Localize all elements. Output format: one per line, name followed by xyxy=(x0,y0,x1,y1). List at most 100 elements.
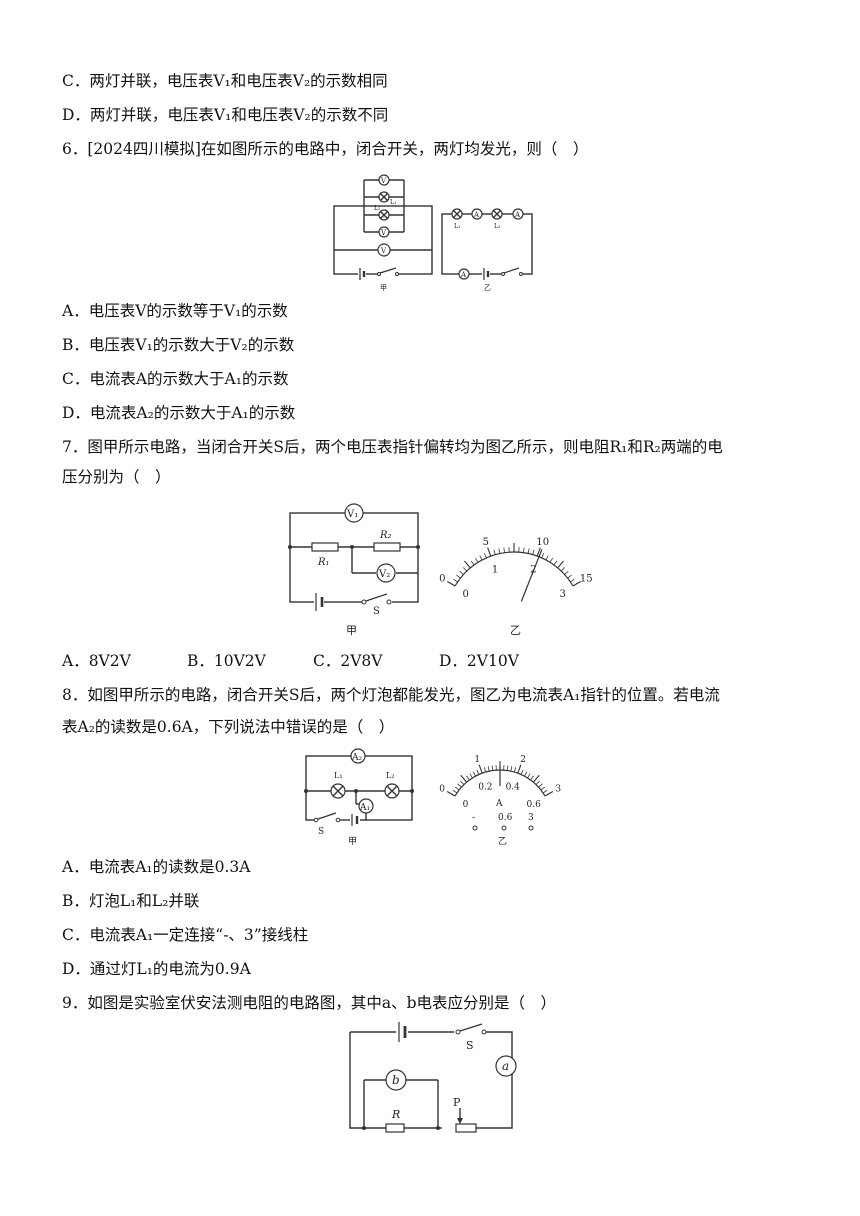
svg-text:L₂: L₂ xyxy=(494,223,501,230)
q7-meter-yi: 0510150123 xyxy=(439,537,593,602)
svg-text:S: S xyxy=(318,827,324,837)
q8-meter-tick xyxy=(524,771,528,777)
q7-meter-tick xyxy=(541,553,545,559)
q7-meter-tick xyxy=(474,557,479,563)
q7-meter-outer-label: 5 xyxy=(483,537,489,548)
svg-text:A: A xyxy=(473,211,480,219)
q7-meter-tick xyxy=(532,549,535,555)
q7-option-a: A．8V2V xyxy=(62,652,131,670)
q8-meter-outer-label: 3 xyxy=(555,785,561,795)
q8-meter-tick xyxy=(530,775,534,781)
q6-option-b: B．电压表V₁的示数大于V₂的示数 xyxy=(62,336,295,354)
q8-meter-inner-label: 0.6 xyxy=(527,800,542,810)
q7-stem-line2: 压分别为（ ） xyxy=(62,468,171,486)
q7-meter-tick xyxy=(527,548,530,554)
q7-circuit-jia: V₁ R₁ R₂ V₂ S 甲 xyxy=(288,503,420,637)
q8-meter-tick xyxy=(460,774,467,783)
q9-stem: 9．如图是实验室伏安法测电阻的电路图，其中a、b电表应分别是（ ） xyxy=(62,994,557,1012)
q8-meter-tick xyxy=(491,765,494,771)
q8-meter-tick xyxy=(510,766,513,772)
q7-meter-tick xyxy=(570,578,575,583)
svg-text:V: V xyxy=(380,177,387,185)
svg-text:L₂: L₂ xyxy=(374,205,381,212)
svg-text:V₂: V₂ xyxy=(378,569,390,580)
svg-text:V: V xyxy=(380,229,387,237)
q7-option-c: C．2V8V xyxy=(313,652,383,670)
svg-text:A₂: A₂ xyxy=(351,753,362,763)
q7-meter-tick xyxy=(572,581,581,587)
q7-stem-line1: 7．图甲所示电路，当闭合开关S后，两个电压表指针偏转均为图乙所示，则电阻R₁和R… xyxy=(62,438,723,456)
q7-meter-inner-label: 1 xyxy=(492,564,498,575)
q7-meter-outer-label: 0 xyxy=(439,574,445,585)
q8-meter-outer-label: 0 xyxy=(439,785,445,795)
q5-option-d: D．两灯并联，电压表V₁和电压表V₂的示数不同 xyxy=(62,106,389,124)
q7-meter-needle xyxy=(520,549,543,602)
q7-meter-tick xyxy=(453,578,458,583)
q7-meter-tick xyxy=(479,555,483,561)
q5-option-c: C．两灯并联，电压表V₁和电压表V₂的示数相同 xyxy=(62,72,388,90)
q8-meter-tick xyxy=(527,773,531,779)
q8-stem-line1: 8．如图甲所示的电路，闭合开关S后，两个灯泡都能发光，图乙为电流表A₁指针的位置… xyxy=(62,686,720,704)
svg-text:R₂: R₂ xyxy=(379,530,392,541)
q8-meter-tick xyxy=(478,764,483,774)
q8-meter-tick xyxy=(487,766,490,772)
q8-meter-tick xyxy=(472,771,476,777)
q7-meter-inner-label: 0 xyxy=(463,589,469,600)
q8-terminals: - 0.6 3 xyxy=(472,813,534,831)
q7-meter-tick xyxy=(483,553,487,559)
q8-meter-tick xyxy=(446,791,456,797)
q6-option-a: A．电压表V的示数等于V₁的示数 xyxy=(62,302,288,320)
q7-option-b: B．10V2V xyxy=(187,652,266,670)
q8-meter-tick xyxy=(538,783,543,788)
q7-meter-tick xyxy=(557,560,564,569)
q7-meter-tick xyxy=(553,560,558,566)
svg-text:L₁: L₁ xyxy=(454,223,460,230)
q7-meter-tick xyxy=(503,547,505,553)
svg-text:A: A xyxy=(514,211,521,219)
q7-meter-tick xyxy=(464,560,471,569)
q8-meter-tick xyxy=(469,773,473,779)
q8-meter-tick xyxy=(454,786,460,791)
q7-meter-tick xyxy=(463,567,468,572)
q8-meter-tick xyxy=(517,764,522,774)
q7-label-jia: 甲 xyxy=(346,624,357,637)
q8-meter-tick xyxy=(540,786,546,791)
q8-label-jia: 甲 xyxy=(348,836,357,847)
svg-text:R: R xyxy=(391,1108,400,1121)
svg-text:3: 3 xyxy=(528,813,534,823)
q6-circuit-yi: A A L₁ L₂ A 乙 xyxy=(441,208,533,292)
q8-meter-unit: A xyxy=(495,799,503,809)
q8-meter-inner-label: 0 xyxy=(463,800,469,810)
q6-option-d: D．电流表A₂的示数大于A₁的示数 xyxy=(62,404,296,422)
q8-meter-tick xyxy=(513,767,517,773)
svg-text:0.6: 0.6 xyxy=(498,813,513,823)
q8-meter-tick xyxy=(533,774,540,783)
q7-figure: V₁ R₁ R₂ V₂ S 甲 0510150123 乙 xyxy=(288,503,593,637)
q8-meter-tick xyxy=(535,780,540,785)
q9-figure: S a b R P xyxy=(349,1022,517,1133)
q7-meter-tick xyxy=(549,557,554,563)
q6-label-yi: 乙 xyxy=(484,284,491,292)
q8-label-yi: 乙 xyxy=(498,836,507,847)
q8-meter-tick xyxy=(466,775,470,781)
q8-meter-tick xyxy=(460,780,465,785)
q7-label-yi: 乙 xyxy=(510,624,521,637)
q8-meter-inner-label: 0.4 xyxy=(506,782,521,792)
q7-meter-tick xyxy=(447,581,456,587)
svg-text:A: A xyxy=(460,271,467,279)
q7-meter-tick xyxy=(564,570,569,575)
q6-option-c: C．电流表A的示数大于A₁的示数 xyxy=(62,370,289,388)
q8-meter-outer-label: 1 xyxy=(474,755,480,765)
q6-label-jia: 甲 xyxy=(380,284,387,292)
q8-meter-tick xyxy=(452,789,458,794)
q8-meter-tick xyxy=(542,789,548,794)
q7-meter-tick xyxy=(567,574,572,579)
q7-meter-tick xyxy=(456,574,461,579)
q8-meter-tick xyxy=(520,769,524,775)
q8-meter-tick xyxy=(544,791,554,797)
q8-meter-tick xyxy=(457,783,462,788)
q7-meter-tick xyxy=(487,547,492,557)
